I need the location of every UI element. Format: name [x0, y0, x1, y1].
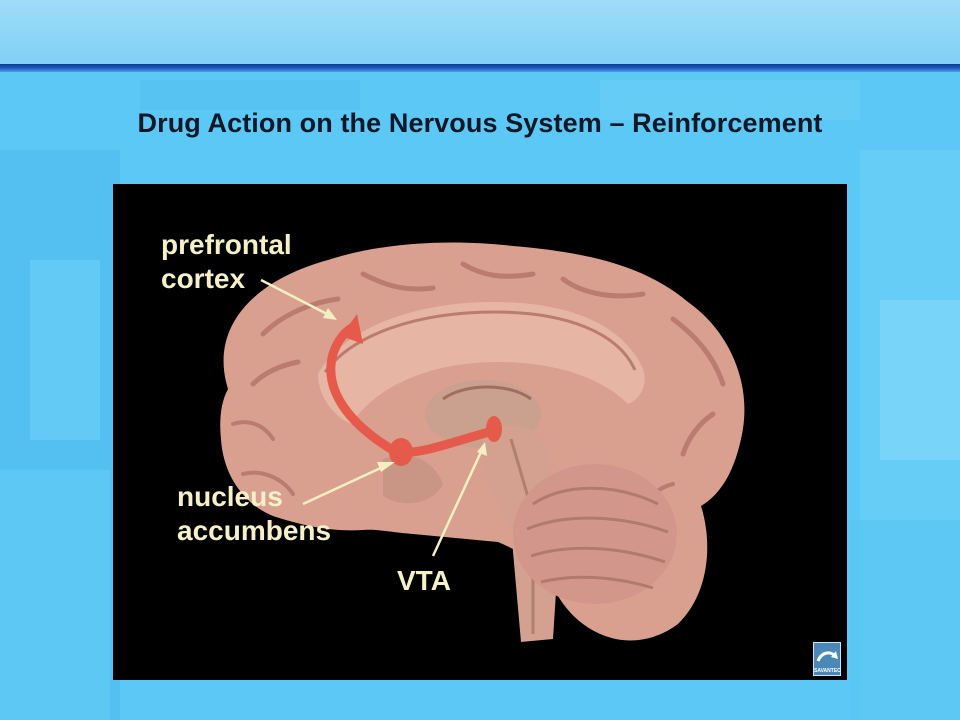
- brain-illustration: [220, 242, 745, 642]
- label-nucleus-accumbens: nucleus accumbens: [177, 480, 331, 548]
- label-prefrontal-cortex: prefrontal cortex: [161, 228, 292, 296]
- header-divider: [0, 64, 960, 72]
- label-nucleus-line2: accumbens: [177, 515, 332, 546]
- nucleus-accumbens-marker: [389, 438, 413, 466]
- savantec-logo-icon: SAVANTEC: [813, 642, 841, 676]
- slide-title: Drug Action on the Nervous System – Rein…: [137, 108, 823, 138]
- vta-pointer-arrow: [477, 442, 487, 456]
- label-vta: VTA: [397, 565, 451, 596]
- prefrontal-pointer-arrow: [323, 308, 337, 320]
- brain-figure-panel: prefrontal cortex nucleus accumbens VTA …: [113, 184, 847, 680]
- label-prefrontal-line2: cortex: [161, 263, 246, 294]
- header-band: [0, 0, 960, 64]
- vta-pointer-line: [431, 451, 483, 557]
- label-prefrontal-line1: prefrontal: [161, 229, 292, 260]
- logo-text: SAVANTEC: [814, 668, 841, 674]
- label-nucleus-line1: nucleus: [177, 481, 283, 512]
- logo-swoosh-icon: [816, 651, 838, 662]
- nucleus-pointer-line: [302, 464, 386, 506]
- prefrontal-pointer-line: [260, 278, 328, 316]
- cerebellum-shape: [513, 464, 677, 604]
- vta-marker: [486, 416, 502, 442]
- pathway-arrow: [341, 314, 363, 344]
- nucleus-pointer-arrow: [377, 462, 395, 472]
